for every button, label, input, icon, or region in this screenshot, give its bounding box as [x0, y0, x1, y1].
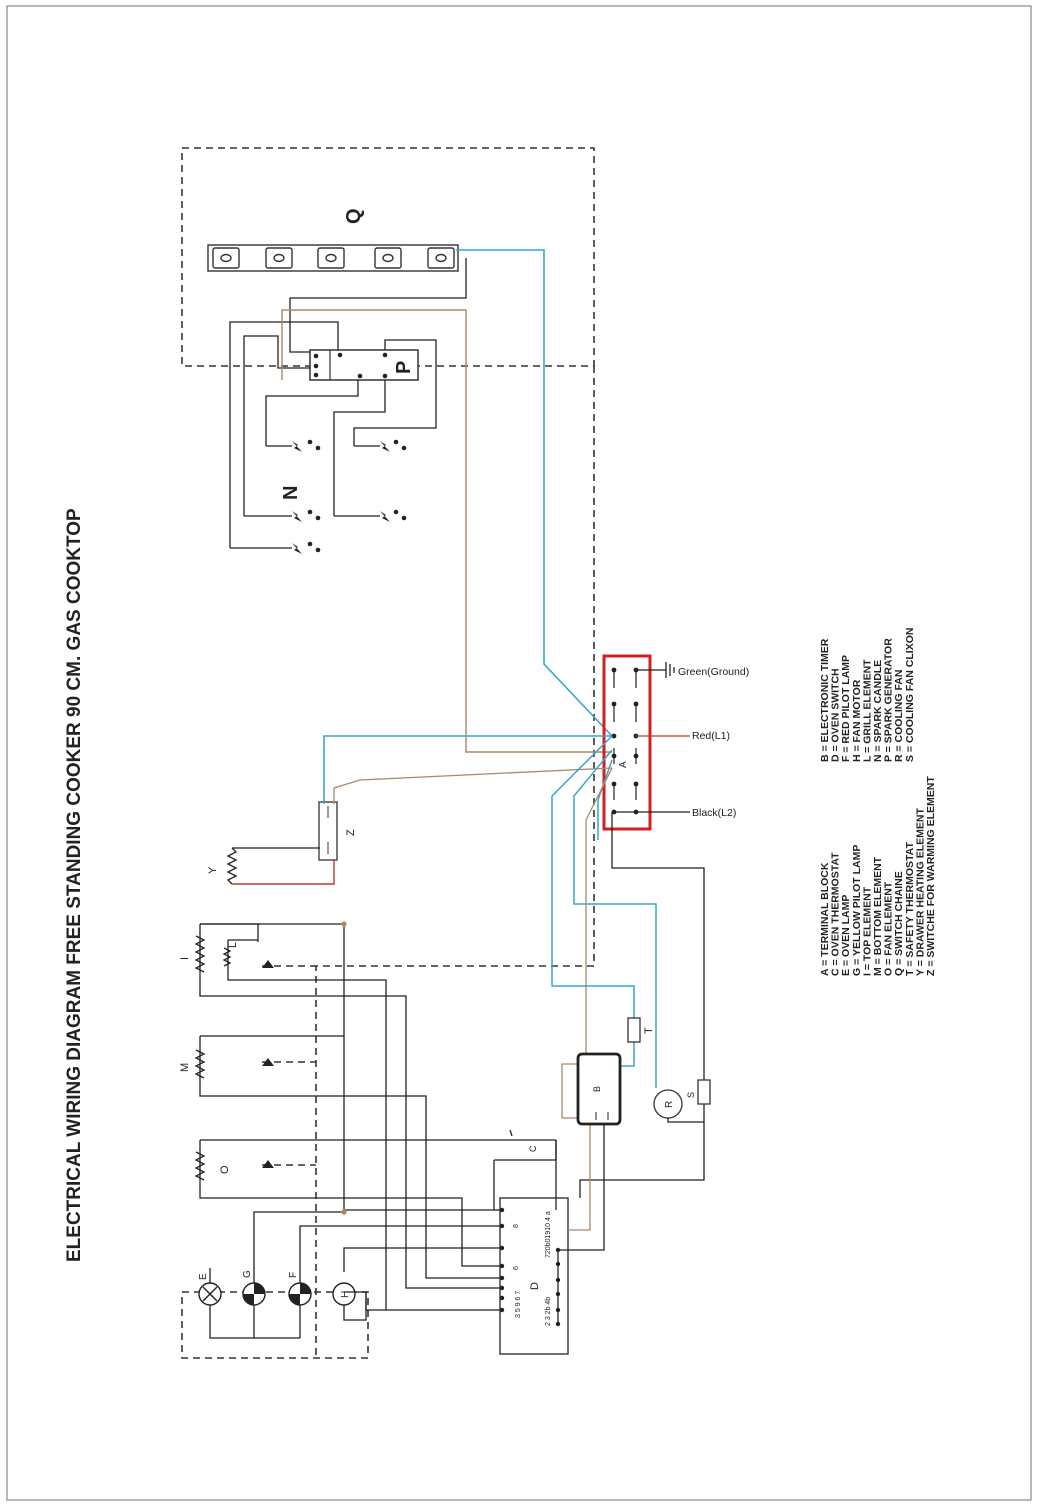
oven-switch: 8 6 3 5 9 6 7 2 3 2b 4b 720b01910 4 a D: [499, 1197, 569, 1355]
label-O: O: [219, 1165, 231, 1174]
switch-chain: Q: [207, 208, 459, 272]
warming-switch: Z: [318, 801, 357, 861]
label-P: P: [393, 361, 415, 374]
legend-item: G = YELLOW PILOT LAMP: [851, 845, 863, 976]
label-Q: Q: [343, 208, 365, 224]
label-C: C: [528, 1145, 538, 1152]
lamp-enclosure: [181, 1291, 369, 1359]
fan-element: [194, 1139, 556, 1199]
electronic-timer: B: [576, 1052, 622, 1126]
cooling-fan: R: [653, 1089, 704, 1123]
terminal-l2-label: Black(L2): [692, 807, 736, 819]
label-Z: Z: [345, 829, 357, 836]
legend-item: D = OVEN SWITCH: [830, 668, 842, 762]
legend-item: I = TOP ELEMENT: [861, 886, 873, 976]
label-F: F: [288, 1272, 299, 1278]
label-L: L: [227, 942, 239, 948]
legend-item: C = OVEN THERMOSTAT: [830, 852, 842, 976]
oven-enclosure: [315, 366, 595, 1358]
label-I: I: [179, 957, 191, 960]
spark-generator: P: [309, 349, 419, 381]
terminal-ground-label: Green(Ground): [678, 666, 749, 678]
switch-pin-row2: 6: [513, 1266, 520, 1270]
drawer-heating-element: Y: [207, 847, 335, 885]
label-H: H: [340, 1291, 351, 1298]
legend-item: P = SPARK GENERATOR: [883, 638, 895, 762]
label-G: G: [242, 1270, 253, 1278]
yellow-pilot-lamp: G: [242, 1270, 266, 1306]
legend-item: F = RED PILOT LAMP: [840, 655, 852, 762]
label-N: N: [280, 486, 302, 500]
label-A: A: [618, 761, 629, 768]
terminal-block: A: [602, 654, 652, 831]
cooling-fan-clixon: S: [686, 1079, 711, 1105]
label-M: M: [179, 1063, 191, 1072]
legend-item: T = SAFETY THERMOSTAT: [904, 842, 916, 976]
legend-item: O = FAN ELEMENT: [883, 881, 895, 976]
label-Y: Y: [207, 866, 219, 874]
legend-item: E = OVEN LAMP: [840, 895, 852, 976]
legend-item: M = BOTTOM ELEMENT: [872, 856, 884, 976]
switch-pin-row4: 2 3 2b 4b: [545, 1297, 552, 1326]
spark-candles: N: [230, 439, 407, 554]
legend-item: S = COOLING FAN CLIXON: [904, 628, 916, 762]
legend-item: Q = SWITCH CHAINE: [893, 871, 905, 976]
oven-lamp: E: [198, 1273, 222, 1306]
legend-item: B = ELECTRONIC TIMER: [819, 638, 831, 762]
label-B: B: [592, 1086, 602, 1092]
legend-item: L = GRILL ELEMENT: [861, 659, 873, 762]
legend-item: Y = DRAWER HEATING ELEMENT: [914, 807, 926, 976]
label-R: R: [664, 1101, 675, 1108]
page-title: ELECTRICAL WIRING DIAGRAM FREE STANDING …: [64, 508, 85, 1262]
legend-item: A = TERMINAL BLOCK: [819, 862, 831, 976]
legend-item: N = SPARK CANDLE: [872, 660, 884, 762]
label-E: E: [198, 1273, 209, 1280]
legend-item: H = FAN MOTOR: [851, 679, 863, 762]
bottom-element: [194, 1035, 344, 1097]
terminal-l1-label: Red(L1): [692, 730, 730, 742]
legend-item: Z = SWITCHE FOR WARMING ELEMENT: [925, 776, 937, 976]
cooktop-enclosure: [181, 147, 595, 367]
label-T: T: [643, 1027, 655, 1034]
ground-symbol: [665, 662, 675, 678]
fan-motor: H: [332, 1282, 356, 1306]
safety-thermostat: T: [627, 1017, 655, 1043]
switch-pin-row1: 8: [513, 1224, 520, 1228]
switch-code: 720b01910 4 a: [545, 1211, 552, 1258]
switch-pin-row3: 3 5 9 6 7: [515, 1291, 522, 1318]
legend-item: R = COOLING FAN: [893, 670, 905, 762]
label-D: D: [529, 1282, 541, 1290]
label-S: S: [686, 1092, 696, 1098]
